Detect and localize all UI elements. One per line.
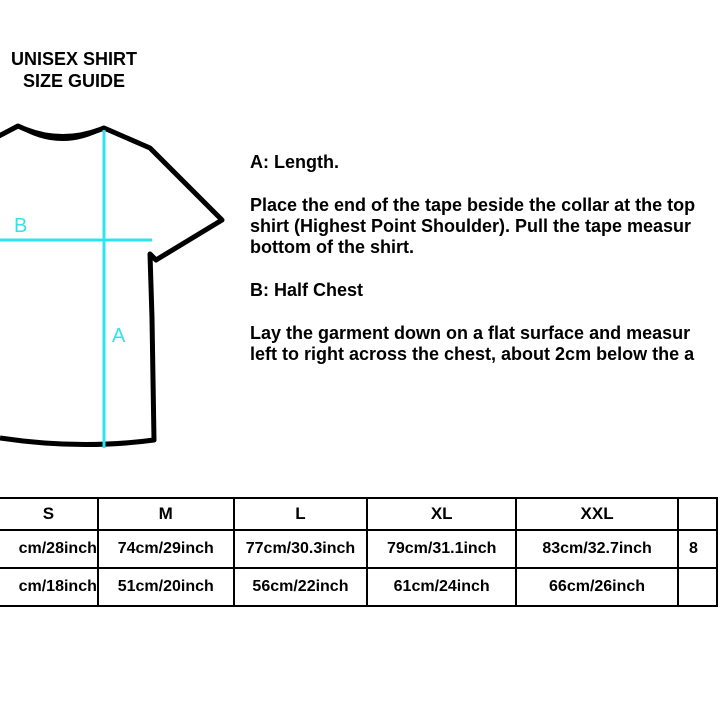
cell-chest-l: 56cm/22inch <box>232 567 369 607</box>
shirt-outline <box>0 123 225 448</box>
header-size-s: S <box>0 497 99 531</box>
measurement-instructions: A: Length. Place the end of the tape bes… <box>250 152 720 365</box>
length-text-line-2: shirt (Highest Point Shoulder). Pull the… <box>250 216 692 236</box>
header-size-m: M <box>96 497 235 531</box>
table-row-length: cm/28inch 74cm/29inch 77cm/30.3inch 79cm… <box>0 529 718 569</box>
title-line-1: UNISEX SHIRT <box>10 49 138 69</box>
table-header-row: S M L XL XXL <box>0 497 718 531</box>
cell-length-xxl: 83cm/32.7inch <box>515 529 680 569</box>
length-heading: A: Length. <box>250 152 339 172</box>
shirt-diagram: B A <box>0 123 225 448</box>
size-chart-table: S M L XL XXL cm/28inch 74cm/29inch 77cm/… <box>0 497 718 607</box>
shirt-collar <box>17 124 105 141</box>
cell-chest-m: 51cm/20inch <box>96 567 235 607</box>
length-text-line-1: Place the end of the tape beside the col… <box>250 195 696 215</box>
cell-chest-xl: 61cm/24inch <box>366 567 518 607</box>
cell-length-l: 77cm/30.3inch <box>232 529 369 569</box>
header-size-l: L <box>232 497 369 531</box>
chest-text-line-2: left to right across the chest, about 2c… <box>250 344 695 364</box>
table-row-chest: cm/18inch 51cm/20inch 56cm/22inch 61cm/2… <box>0 567 718 607</box>
cell-length-s: cm/28inch <box>0 529 99 569</box>
label-a: A <box>112 325 126 347</box>
cell-chest-xxl: 66cm/26inch <box>515 567 680 607</box>
chest-text-line-1: Lay the garment down on a flat surface a… <box>250 323 691 343</box>
title-line-2: SIZE GUIDE <box>22 71 125 91</box>
header-size-next <box>677 497 718 531</box>
length-text-line-3: bottom of the shirt. <box>250 237 414 257</box>
header-size-xxl: XXL <box>515 497 680 531</box>
cell-length-next: 8 <box>677 529 718 569</box>
chest-heading: B: Half Chest <box>250 280 364 300</box>
cell-chest-s: cm/18inch <box>0 567 99 607</box>
label-b: B <box>14 215 27 237</box>
size-guide-title: UNISEX SHIRT SIZE GUIDE <box>0 48 148 92</box>
cell-length-xl: 79cm/31.1inch <box>366 529 518 569</box>
cell-length-m: 74cm/29inch <box>96 529 235 569</box>
header-size-xl: XL <box>366 497 518 531</box>
cell-chest-next <box>677 567 718 607</box>
